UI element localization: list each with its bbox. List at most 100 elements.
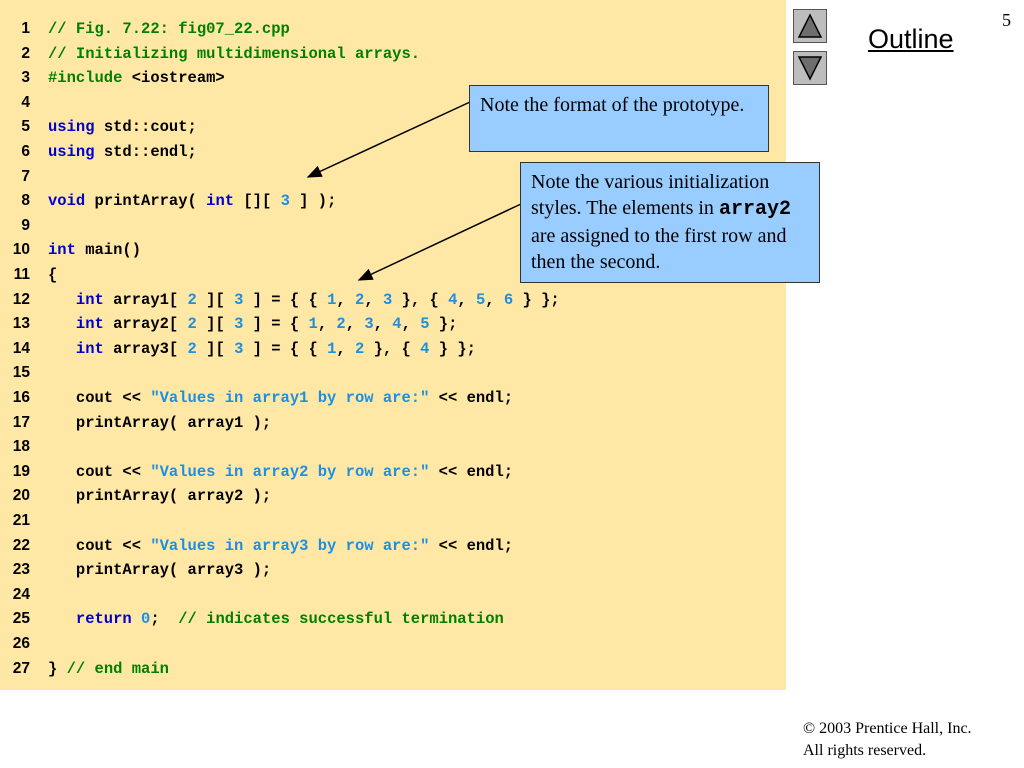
code-line: 10 int main(): [0, 238, 786, 262]
line-number: 12: [12, 290, 30, 308]
code-token: 0: [141, 610, 151, 629]
line-number: 6: [21, 143, 30, 160]
code-text: #include <iostream>: [48, 66, 225, 90]
code-line: 22 cout << "Values in array3 by row are:…: [0, 534, 786, 558]
line-number: 22: [12, 536, 30, 554]
code-token: return: [75, 610, 132, 629]
code-token: ] = {: [243, 315, 309, 334]
code-line: 14 int array3[ 2 ][ 3 ] = { { 1, 2 }, { …: [0, 337, 786, 361]
code-token: 4: [448, 290, 458, 309]
code-token: ,: [373, 315, 393, 334]
callout1-arrow: [306, 101, 471, 178]
code-line: 27 } // end main: [0, 657, 786, 681]
code-token: array3[: [103, 339, 188, 358]
line-number: 4: [21, 93, 30, 111]
code-line: 6 using std::endl;: [0, 140, 786, 164]
code-token: "Values in array3 by row are:": [150, 536, 430, 555]
next-slide-button[interactable]: [793, 51, 827, 85]
line-number: 27: [12, 659, 30, 677]
code-line: 9: [0, 214, 786, 238]
code-line: 16 cout << "Values in array1 by row are:…: [0, 386, 786, 410]
code-token: 3: [364, 315, 374, 334]
code-token: "Values in array1 by row are:": [150, 389, 430, 407]
code-token: ,: [485, 290, 504, 309]
code-token: cout <<: [48, 462, 151, 481]
code-text: {: [48, 263, 57, 287]
code-text: } // end main: [48, 657, 169, 681]
line-number: 24: [12, 585, 30, 603]
code-text: // Fig. 7.22: fig07_22.cpp: [48, 17, 290, 41]
code-text: cout << "Values in array2 by row are:" <…: [48, 460, 513, 484]
code-token: main(): [75, 241, 142, 260]
line-number: 8: [21, 192, 30, 210]
copyright-notice: © 2003 Prentice Hall, Inc. All rights re…: [803, 718, 972, 762]
code-token: 2: [187, 339, 197, 358]
code-token: void: [48, 192, 86, 211]
code-text: cout << "Values in array1 by row are:" <…: [48, 386, 513, 410]
code-text: printArray( array1 );: [48, 411, 271, 435]
code-token: int: [75, 315, 104, 334]
code-text: // Initializing multidimensional arrays.: [48, 42, 420, 66]
code-token: }, {: [392, 290, 449, 309]
code-token: ] );: [289, 192, 337, 211]
code-text: int array2[ 2 ][ 3 ] = { 1, 2, 3, 4, 5 }…: [48, 312, 458, 336]
code-token: ,: [317, 315, 337, 334]
callout2-code: array2: [718, 198, 791, 221]
line-number: 13: [12, 315, 30, 333]
code-token: << endl;: [429, 462, 514, 481]
copyright-line2: All rights reserved.: [803, 742, 927, 759]
code-line: 25 return 0; // indicates successful ter…: [0, 607, 786, 631]
line-number: 14: [12, 339, 30, 357]
line-number: 23: [12, 561, 30, 579]
code-token: cout <<: [48, 389, 151, 407]
line-number: 1: [21, 20, 30, 37]
code-line: 18: [0, 435, 786, 459]
line-number: 7: [21, 167, 30, 185]
code-token: using: [48, 118, 95, 137]
code-text: cout << "Values in array3 by row are:" <…: [48, 534, 513, 558]
code-token: 2: [336, 315, 346, 334]
code-token: #include: [48, 69, 123, 88]
code-token: ;: [150, 610, 179, 629]
code-line: 12 int array1[ 2 ][ 3 ] = { { 1, 2, 3 },…: [0, 288, 786, 312]
code-token: 2: [355, 290, 365, 309]
code-line: 4: [0, 91, 786, 115]
code-text: using std::endl;: [48, 140, 197, 164]
line-number: 25: [12, 610, 30, 628]
code-token: printArray( array1 );: [48, 413, 272, 432]
code-token: // indicates successful termination: [178, 610, 504, 629]
triangle-down-icon: [797, 56, 823, 81]
code-token: printArray(: [85, 192, 207, 211]
code-token: }, {: [364, 339, 421, 358]
line-number: 5: [21, 118, 30, 136]
code-text: return 0; // indicates successful termin…: [48, 607, 504, 631]
callout2-text-before: Note the various initialization styles. …: [531, 171, 770, 219]
code-token: cout <<: [48, 536, 151, 555]
code-line: 20 printArray( array2 );: [0, 484, 786, 508]
code-token: 3: [234, 290, 244, 309]
line-number: 10: [12, 241, 30, 259]
code-token: {: [48, 266, 58, 284]
code-token: <iostream>: [122, 69, 225, 88]
previous-slide-button[interactable]: [793, 9, 827, 43]
code-text: printArray( array3 );: [48, 558, 271, 582]
code-token: }: [48, 659, 67, 678]
code-token: ,: [336, 290, 356, 309]
code-text: int array1[ 2 ][ 3 ] = { { 1, 2, 3 }, { …: [48, 288, 560, 312]
slide-number: 5: [1002, 10, 1011, 30]
line-number: 19: [12, 462, 30, 480]
outline-link[interactable]: Outline: [868, 24, 954, 54]
code-token: 2: [187, 290, 197, 309]
code-token: int: [75, 339, 104, 358]
line-number: 3: [21, 69, 30, 87]
code-token: 6: [503, 290, 514, 309]
code-token: 2: [187, 315, 197, 334]
code-token: 3: [382, 290, 393, 309]
code-token: array1[: [103, 290, 188, 309]
code-token: 2: [355, 339, 365, 358]
code-token: ][: [196, 315, 235, 334]
code-line: 7: [0, 165, 786, 189]
code-token: };: [429, 315, 458, 334]
code-text: int main(): [48, 238, 141, 262]
